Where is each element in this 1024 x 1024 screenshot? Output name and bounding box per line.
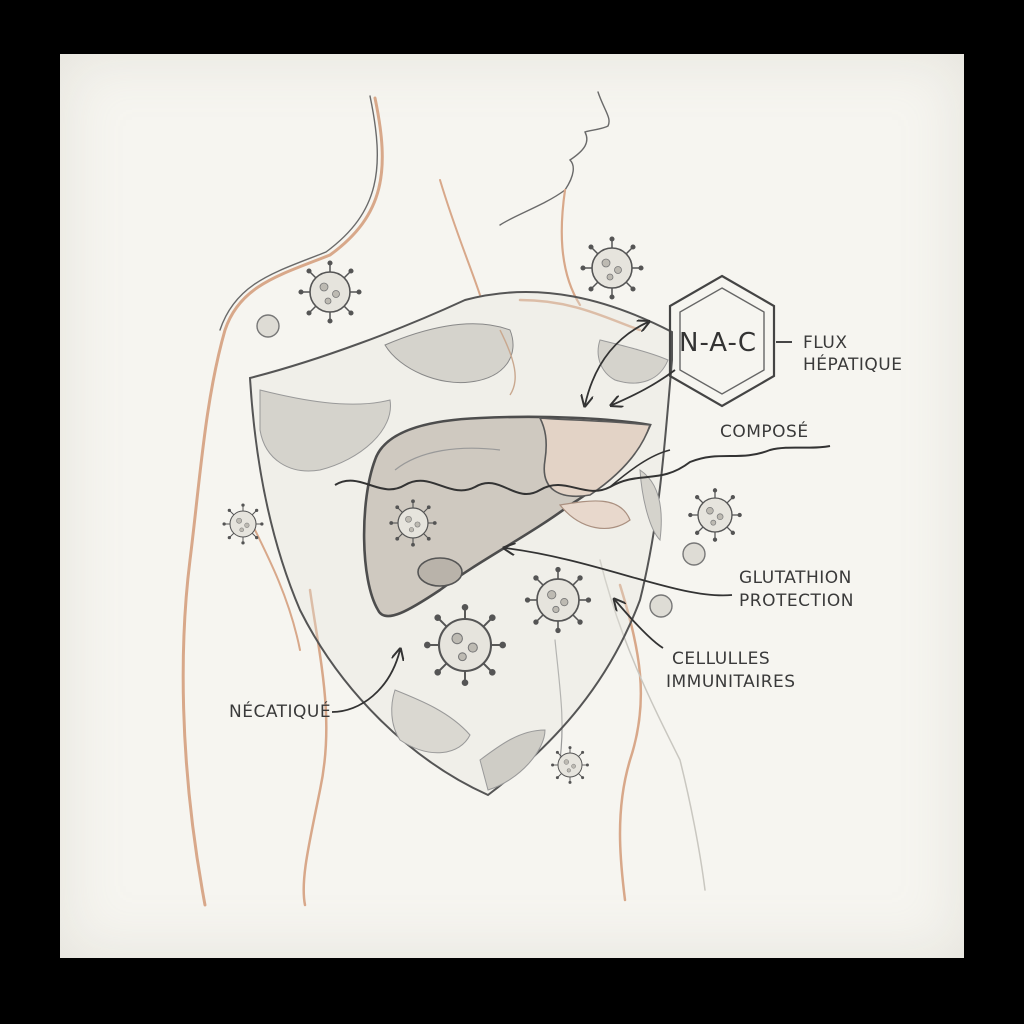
flow-wave: [334, 445, 831, 496]
virus-icon: [222, 503, 264, 545]
body-outline: [181, 91, 706, 907]
virus-icon: [688, 488, 742, 542]
arrow-icons: [331, 322, 792, 713]
liver-organ: [362, 415, 652, 618]
virus-icon: [298, 260, 362, 324]
cell-icon: [256, 314, 706, 618]
label-necatique: NÉCATIQUÉ: [229, 702, 332, 722]
label-flux-line1: FLUX: [803, 333, 848, 353]
label-glutathion-line2: PROTECTION: [739, 591, 854, 611]
virus-icon: [524, 566, 592, 634]
virus-icon: [423, 603, 507, 687]
label-cellules-line1: CELLULLES: [672, 649, 771, 669]
hexagon-icon: [668, 274, 776, 408]
molecule-label: N-A-C: [679, 328, 758, 358]
virus-icon: [551, 746, 589, 784]
virus-icon: [580, 236, 644, 300]
label-cellules-line2: IMMUNITAIRES: [666, 672, 796, 692]
label-compose: COMPOSÉ: [720, 422, 809, 442]
label-flux-line2: HÉPATIQUE: [803, 355, 903, 375]
label-glutathion-line1: GLUTATHION: [739, 568, 852, 588]
virus-icon: [389, 499, 437, 547]
